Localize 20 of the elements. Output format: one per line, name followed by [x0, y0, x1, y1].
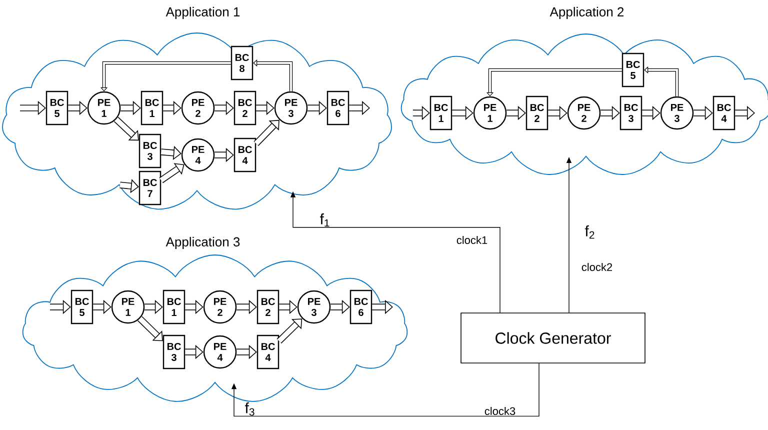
clock-line — [231, 363, 540, 417]
edge-label: clock2 — [582, 262, 612, 272]
edge-label: clock1 — [456, 236, 488, 244]
buffer-box: BC 8 — [230, 46, 254, 80]
frequency-label: f$_{2}$ — [584, 225, 594, 239]
frequency-label: f$_{1}$ — [320, 213, 330, 227]
application-title: Application 2 — [550, 6, 624, 20]
block-arrow — [276, 318, 302, 344]
buffer-box: BC 3 — [162, 334, 186, 370]
buffer-box: BC 5 — [622, 52, 644, 88]
block-arrow — [114, 116, 139, 141]
frequency-label: f$_{3}$ — [244, 402, 254, 416]
block-arrow — [138, 316, 163, 342]
application-title: Application 3 — [166, 236, 240, 250]
buffer-box: BC 3 — [138, 134, 162, 168]
block-arrow — [254, 120, 280, 146]
edge-label: clock3 — [484, 406, 516, 416]
application-title: Application 1 — [166, 6, 240, 20]
block-arrow — [159, 163, 184, 184]
generator-box: Clock Generator — [460, 312, 646, 364]
